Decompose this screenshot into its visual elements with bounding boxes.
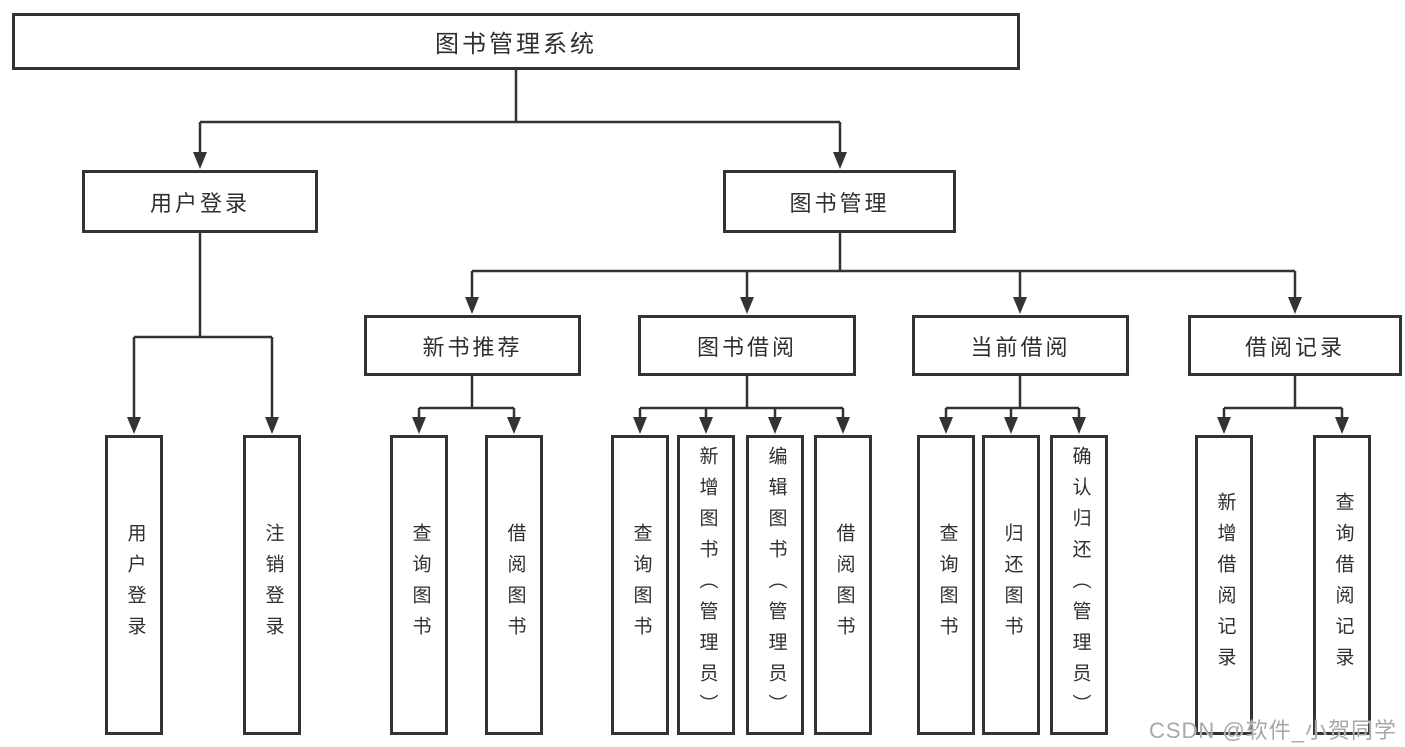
connector-book-borrow-children: [633, 376, 850, 434]
connector-new-book-recommend-children: [412, 376, 521, 434]
node-label: 确认归还（管理员）: [1069, 445, 1091, 725]
node-label: 图书管理系统: [435, 31, 597, 58]
leaf-add-borrow-record: 新增借阅记录: [1195, 435, 1253, 735]
node-label: 图书借阅: [696, 334, 797, 360]
connector-borrow-records-children: [1217, 376, 1349, 434]
leaf-borrow-books-1: 借阅图书: [485, 435, 543, 735]
node-book-borrow: 图书借阅: [638, 315, 856, 376]
connector-root-to-level2: [193, 70, 847, 169]
node-label: 新增借阅记录: [1214, 492, 1236, 678]
node-label: 用户登录: [124, 523, 146, 647]
leaf-confirm-return-admin: 确认归还（管理员）: [1050, 435, 1108, 735]
leaf-edit-book-admin: 编辑图书（管理员）: [746, 435, 804, 735]
connector-book-management-children: [465, 233, 1302, 314]
leaf-user-login: 用户登录: [105, 435, 163, 735]
node-label: 借阅记录: [1244, 334, 1345, 360]
watermark: CSDN @软件_小贺同学: [1148, 718, 1397, 743]
leaf-query-books-1: 查询图书: [390, 435, 448, 735]
node-borrow-records: 借阅记录: [1188, 315, 1402, 376]
node-label: 查询图书: [409, 523, 431, 647]
node-label: 编辑图书（管理员）: [765, 445, 787, 725]
node-new-book-recommend: 新书推荐: [364, 315, 581, 376]
connector-current-borrow-children: [939, 376, 1086, 434]
leaf-query-books-2: 查询图书: [611, 435, 669, 735]
node-book-management: 图书管理: [723, 170, 956, 233]
connector-user-login-children: [127, 233, 279, 434]
leaf-logout: 注销登录: [243, 435, 301, 735]
node-label: 借阅图书: [504, 523, 526, 647]
leaf-query-borrow-record: 查询借阅记录: [1313, 435, 1371, 735]
node-label: 用户登录: [149, 190, 250, 216]
node-label: 当前借阅: [970, 334, 1071, 360]
node-system-root: 图书管理系统: [12, 13, 1020, 70]
node-user-login: 用户登录: [82, 170, 318, 233]
leaf-borrow-books-2: 借阅图书: [814, 435, 872, 735]
node-label: 注销登录: [262, 523, 284, 647]
leaf-query-books-3: 查询图书: [917, 435, 975, 735]
node-label: 借阅图书: [833, 523, 855, 647]
node-label: 新增图书（管理员）: [696, 445, 718, 725]
node-current-borrow: 当前借阅: [912, 315, 1129, 376]
node-label: 归还图书: [1001, 523, 1023, 647]
node-label: 新书推荐: [422, 334, 523, 360]
node-label: 查询图书: [936, 523, 958, 647]
node-label: 查询图书: [630, 523, 652, 647]
leaf-return-books: 归还图书: [982, 435, 1040, 735]
leaf-add-book-admin: 新增图书（管理员）: [677, 435, 735, 735]
node-label: 查询借阅记录: [1332, 492, 1354, 678]
node-label: 图书管理: [789, 190, 890, 216]
